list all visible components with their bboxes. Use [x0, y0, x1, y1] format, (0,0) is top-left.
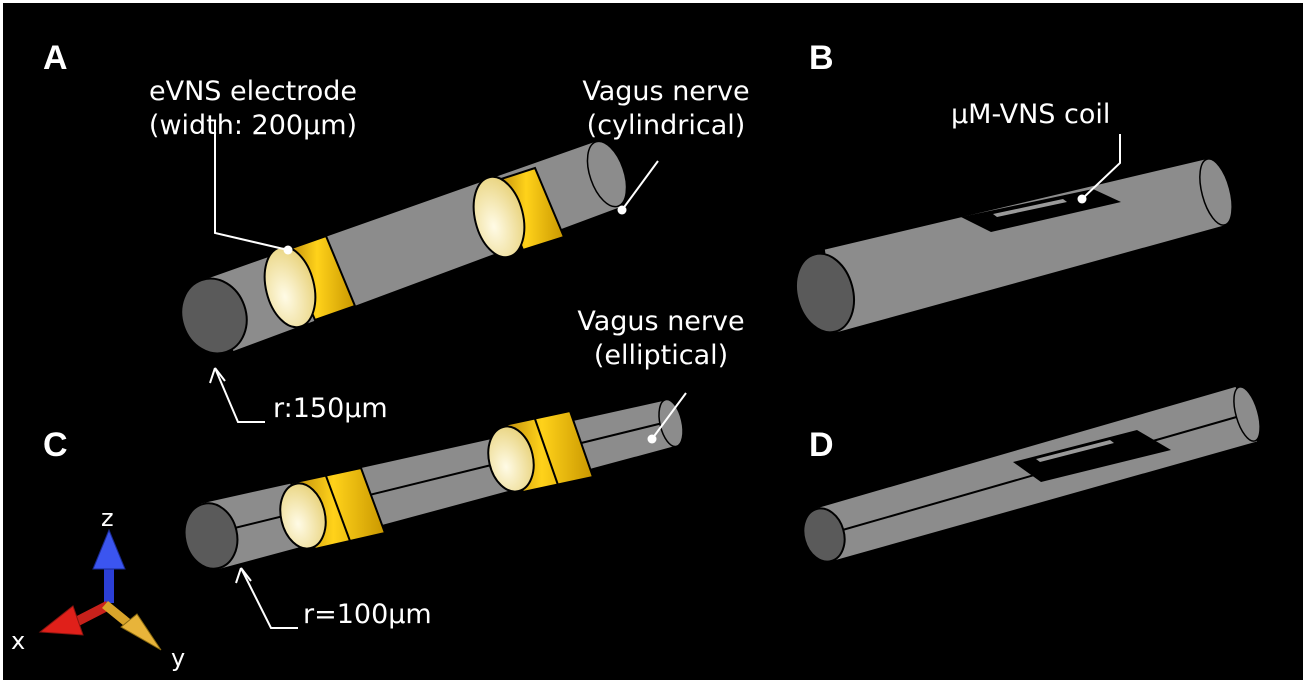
electrode-c-right	[487, 409, 595, 494]
panel-letter-a: A	[43, 39, 68, 77]
label-electrode-line1: eVNS electrode	[149, 76, 357, 107]
label-nerve-elliptical-line2: (elliptical)	[593, 340, 729, 371]
callout-radius-elliptical	[235, 567, 298, 629]
panel-letter-b: B	[809, 39, 834, 77]
axis-label-x: x	[11, 627, 26, 655]
electrode-a-right	[472, 166, 566, 259]
axis-y-arrow	[102, 601, 162, 651]
callout-nerve-cylindrical	[617, 160, 659, 215]
label-radius-elliptical: r=100μm	[303, 599, 432, 630]
label-electrode-line2: (width: 200μm)	[148, 110, 358, 141]
axis-triad	[38, 528, 162, 651]
nerve-elliptical-c	[183, 398, 684, 571]
callout-electrode	[214, 121, 293, 255]
callout-radius-cylindrical	[209, 367, 265, 423]
label-nerve-cylindrical-line1: Vagus nerve	[582, 76, 750, 107]
callout-nerve-elliptical	[647, 392, 687, 444]
panel-letter-c: C	[43, 426, 68, 464]
label-nerve-elliptical: Vagus nerve (elliptical)	[561, 305, 761, 373]
panel-letter-d: D	[809, 426, 834, 464]
label-nerve-cylindrical: Vagus nerve (cylindrical)	[566, 75, 766, 143]
axis-label-z: z	[101, 504, 114, 532]
axis-label-y: y	[171, 644, 186, 672]
label-nerve-cylindrical-line2: (cylindrical)	[586, 110, 746, 141]
figure: A B C D eVNS electrode (width: 200μm) Va…	[3, 3, 1303, 680]
nerve-elliptical-d	[802, 385, 1261, 563]
label-radius-cylindrical: r:150μm	[273, 393, 388, 424]
label-electrode: eVNS electrode (width: 200μm)	[133, 75, 373, 143]
callout-coil	[1077, 134, 1121, 204]
scene	[38, 121, 1261, 651]
axis-z-arrow	[92, 528, 126, 603]
axis-x-arrow	[38, 601, 110, 636]
label-nerve-elliptical-line1: Vagus nerve	[577, 306, 745, 337]
electrode-c-left	[279, 466, 387, 551]
nerve-cylindrical-b	[795, 157, 1233, 334]
coil-d	[1013, 430, 1171, 482]
label-coil: μM-VNS coil	[951, 99, 1111, 130]
